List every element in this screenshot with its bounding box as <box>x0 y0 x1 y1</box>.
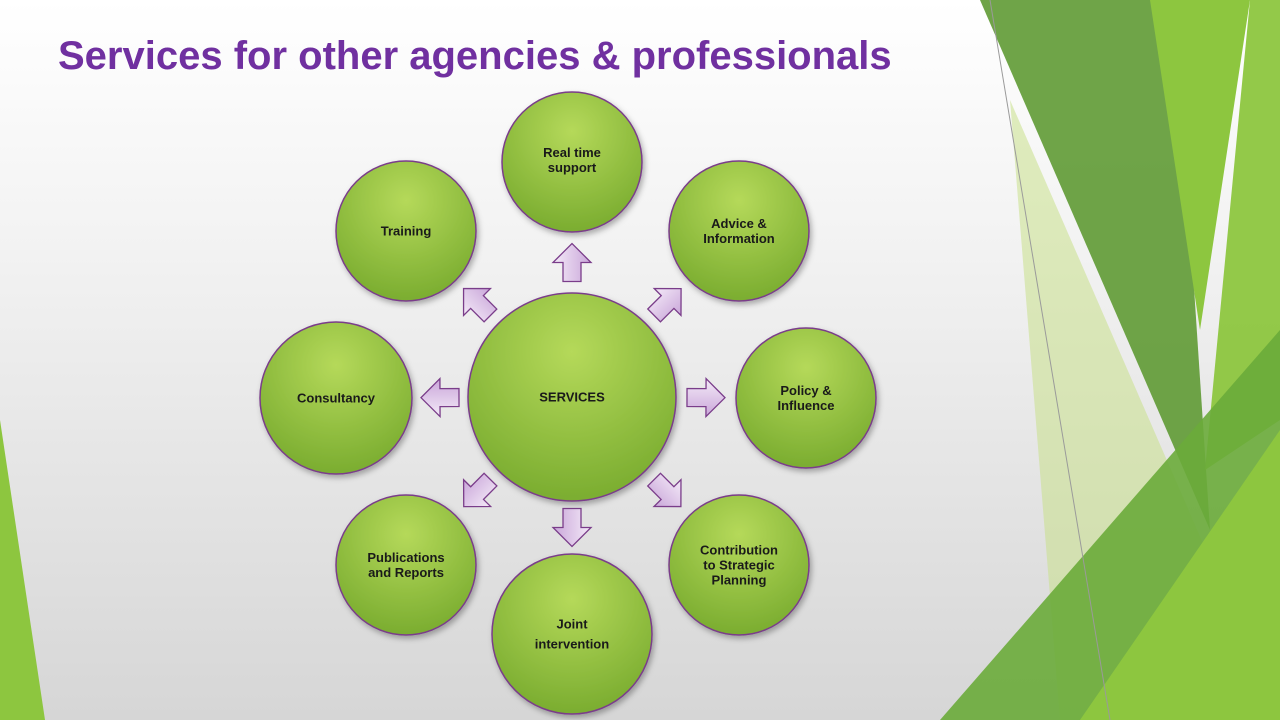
node-label-consultancy: Consultancy <box>297 391 376 406</box>
node-circle-publications-reports <box>335 494 477 636</box>
node-label-policy-influence: Influence <box>777 398 834 413</box>
node-label-publications-reports: Publications <box>367 550 444 565</box>
node-circle-advice-information <box>668 160 810 302</box>
center-node-label: SERVICES <box>539 390 605 405</box>
node-circle-strategic-planning <box>668 494 810 636</box>
node-label-real-time-support: Real time <box>543 145 601 160</box>
decor-line <box>989 0 1111 720</box>
node-circle-consultancy <box>259 321 413 475</box>
node-circle-joint-intervention <box>491 553 653 715</box>
decor-shape <box>1080 430 1280 720</box>
arrows-layer <box>420 242 726 548</box>
node-label-joint-intervention: intervention <box>535 637 609 652</box>
node-label-publications-reports: and Reports <box>368 565 444 580</box>
center-node-circle <box>467 292 677 502</box>
node-circle-real-time-support <box>501 91 643 233</box>
arrow-to-joint-intervention <box>551 507 593 548</box>
decor-shape <box>980 0 1210 530</box>
arrow-to-policy-influence <box>686 377 726 419</box>
decor-shape <box>0 420 45 720</box>
arrow-to-advice-information <box>646 287 682 323</box>
node-label-policy-influence: Policy & <box>780 383 831 398</box>
node-label-training: Training <box>381 224 432 239</box>
node-label-advice-information: Advice & <box>711 216 767 231</box>
arrow-to-strategic-planning <box>646 472 682 508</box>
node-label-strategic-planning: to Strategic <box>703 558 775 573</box>
node-circle-training <box>335 160 477 302</box>
node-label-joint-intervention: Joint <box>556 617 588 632</box>
node-label-real-time-support: support <box>548 160 597 175</box>
arrow-to-consultancy <box>420 377 460 419</box>
arrow-to-real-time-support <box>551 242 593 283</box>
node-label-strategic-planning: Planning <box>712 573 767 588</box>
node-circle-policy-influence <box>735 327 877 469</box>
decor-shape <box>1150 0 1250 330</box>
node-label-advice-information: Information <box>703 231 775 246</box>
node-label-strategic-planning: Contribution <box>700 543 778 558</box>
slide-title: Services for other agencies & profession… <box>58 34 892 78</box>
arrow-to-publications-reports <box>462 472 498 508</box>
arrow-to-training <box>462 287 498 323</box>
